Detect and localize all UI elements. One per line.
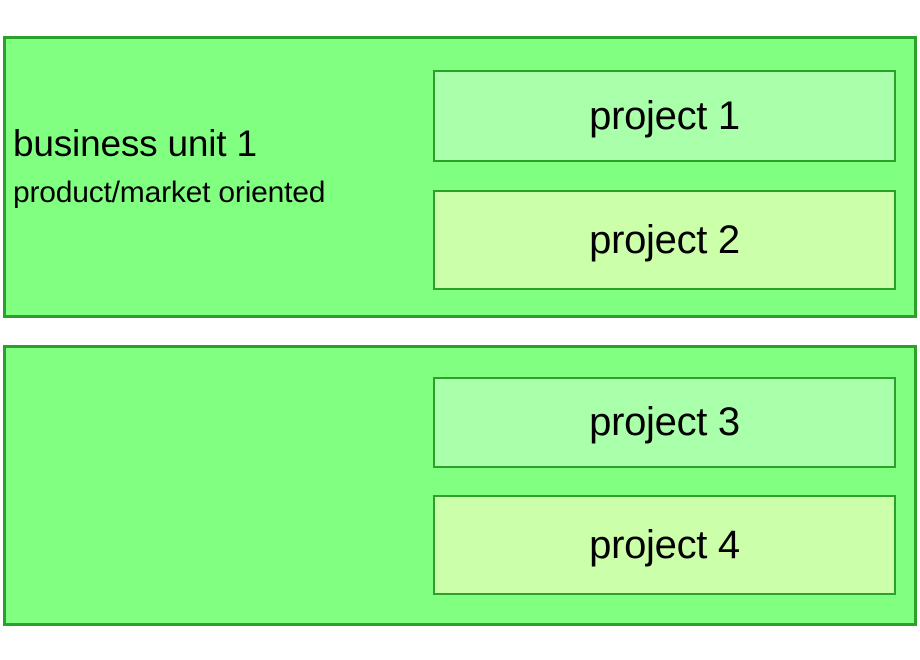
business-unit-subtitle: product/market oriented [13, 176, 326, 209]
business-unit-title: business unit 1 [13, 123, 257, 164]
project-label: project 2 [589, 217, 740, 262]
project-box[interactable]: project 3 [433, 377, 896, 468]
project-box[interactable]: project 4 [433, 495, 896, 595]
project-box[interactable]: project 1 [433, 70, 896, 162]
project-label: project 1 [589, 93, 740, 138]
business-unit-container[interactable]: business unit 2 product/market oriented … [3, 345, 917, 626]
project-label: project 4 [589, 522, 740, 567]
project-box[interactable]: project 2 [433, 190, 896, 290]
project-label: project 3 [589, 400, 740, 444]
business-unit-label-block: business unit 1 product/market oriented [13, 125, 433, 208]
business-unit-container[interactable]: business unit 1 product/market oriented … [3, 36, 917, 318]
